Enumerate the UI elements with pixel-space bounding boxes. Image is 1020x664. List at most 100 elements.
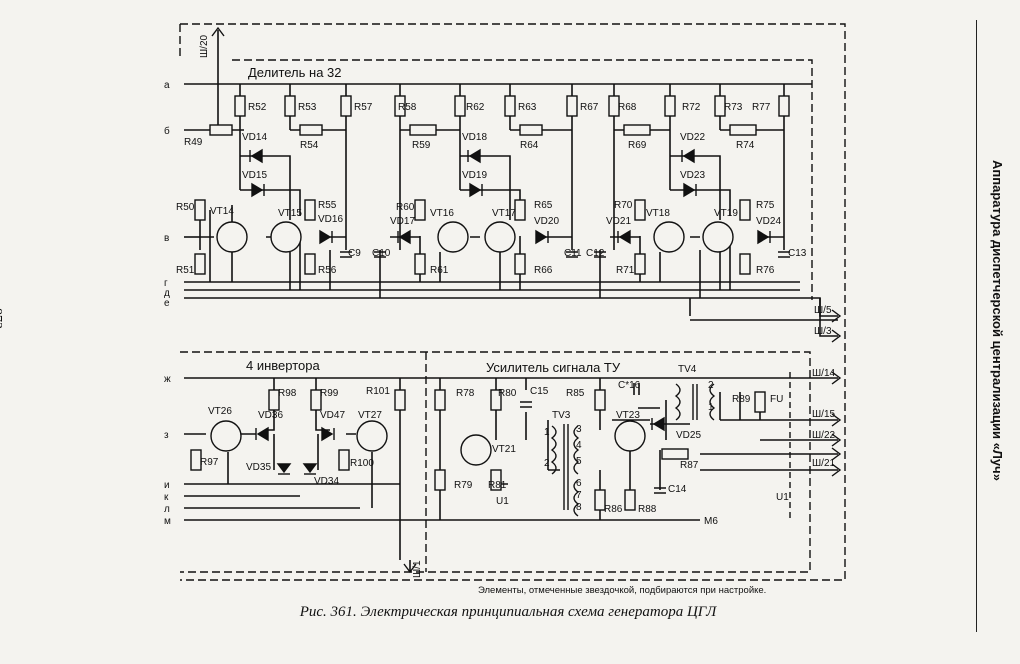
- winding-number: 2: [708, 380, 714, 391]
- component-label: R61: [430, 265, 449, 276]
- component-label: C12: [586, 248, 605, 259]
- component-label: R80: [498, 388, 517, 399]
- bus-label: М6: [704, 516, 718, 527]
- input-labels-bottom: ж з и к л м: [164, 374, 171, 527]
- component-label: VT17: [492, 208, 516, 219]
- component-label: R85: [566, 388, 585, 399]
- component-label: R52: [248, 102, 267, 113]
- winding-number: 1: [544, 427, 550, 438]
- component-label: R72: [682, 102, 701, 113]
- component-label: VD24: [756, 216, 781, 227]
- component-label: R81: [488, 480, 507, 491]
- component-label: VD22: [680, 132, 705, 143]
- component-label: R97: [200, 457, 219, 468]
- component-label: R63: [518, 102, 537, 113]
- component-label: VT21: [492, 444, 516, 455]
- component-label: C13: [788, 248, 807, 259]
- component-label: R66: [534, 265, 553, 276]
- component-label: VD35: [246, 462, 271, 473]
- component-label: VD21: [606, 216, 631, 227]
- component-label: VD19: [462, 170, 487, 181]
- input-label: в: [164, 233, 169, 244]
- component-label: VD15: [242, 170, 267, 181]
- component-label: VD23: [680, 170, 705, 181]
- component-label: VT27: [358, 410, 382, 421]
- transformers: [550, 383, 716, 517]
- winding-number: 2: [544, 458, 550, 469]
- winding-number: 6: [576, 478, 582, 489]
- component-label: C9: [348, 248, 361, 259]
- component-label: R64: [520, 140, 539, 151]
- component-label: R70: [614, 200, 633, 211]
- component-label: C11: [564, 248, 582, 259]
- component-label: R77: [752, 102, 771, 113]
- input-label: и: [164, 480, 170, 491]
- component-label: R56: [318, 265, 337, 276]
- input-label: а: [164, 80, 170, 91]
- capacitors: [340, 251, 790, 494]
- winding-number: 1: [708, 402, 714, 413]
- component-label: R98: [278, 388, 297, 399]
- input-labels-top: а б в г д е: [164, 80, 170, 309]
- component-label: R54: [300, 140, 319, 151]
- component-label: VT18: [646, 208, 670, 219]
- input-label: з: [164, 430, 169, 441]
- component-label: TV4: [678, 364, 697, 375]
- component-label: C*16: [618, 380, 641, 391]
- component-label: VT14: [210, 206, 234, 217]
- winding-number: 8: [576, 502, 582, 513]
- component-label: R57: [354, 102, 373, 113]
- diodes: [249, 148, 771, 475]
- component-label: R73: [724, 102, 743, 113]
- winding-number: 7: [576, 490, 582, 501]
- component-label: R50: [176, 202, 195, 213]
- component-label: R74: [736, 140, 755, 151]
- input-label: л: [164, 504, 170, 515]
- component-label: VD25: [676, 430, 701, 441]
- component-label: R78: [456, 388, 475, 399]
- section-inverters-title: 4 инвертора: [246, 358, 320, 373]
- component-label: VD17: [390, 216, 415, 227]
- bus-label: U1: [776, 492, 789, 503]
- component-label: R100: [350, 458, 374, 469]
- component-label: R62: [466, 102, 485, 113]
- bus-label: Ш/22: [812, 430, 836, 441]
- component-label: R89: [732, 394, 751, 405]
- component-label: VD34: [314, 476, 339, 487]
- input-label: ж: [164, 374, 171, 385]
- footnote: Элементы, отмеченные звездочкой, подбира…: [478, 585, 767, 596]
- component-label: R88: [638, 504, 657, 515]
- component-label: VD36: [258, 410, 283, 421]
- component-label: R87: [680, 460, 699, 471]
- component-label: VD16: [318, 214, 343, 225]
- component-label: R51: [176, 265, 195, 276]
- component-label: R86: [604, 504, 623, 515]
- bus-labels: Ш/20 Ш/5 Ш/3 Ш/14 Ш/15 Ш/22 Ш/21 Ш/1 М6 …: [199, 34, 836, 578]
- winding-number: 5: [576, 456, 582, 467]
- bus-label: Ш/14: [812, 368, 836, 379]
- section-divider-title: Делитель на 32: [248, 65, 342, 80]
- component-label: R69: [628, 140, 647, 151]
- component-label: C10: [372, 248, 391, 259]
- component-label: R59: [412, 140, 431, 151]
- page-margin-line: [976, 20, 977, 632]
- bus-arrows: [211, 26, 842, 574]
- component-label: C15: [530, 386, 549, 397]
- input-label: м: [164, 516, 171, 527]
- component-label: R101: [366, 386, 390, 397]
- component-label: TV3: [552, 410, 571, 421]
- component-label: VT23: [616, 410, 640, 421]
- component-label: R79: [454, 480, 473, 491]
- component-label: VD20: [534, 216, 559, 227]
- component-label: VT16: [430, 208, 454, 219]
- running-title: Аппаратура диспетчерской централизации «…: [990, 160, 1005, 481]
- component-label: R60: [396, 202, 415, 213]
- input-label: г: [164, 278, 168, 289]
- winding-number: 4: [576, 440, 582, 451]
- component-label: FU: [770, 394, 783, 405]
- component-labels: R49 R50 R51 R52 R53 R54 R55 R56 R57 R58 …: [176, 102, 807, 515]
- resistors: [190, 95, 790, 511]
- component-label: R53: [298, 102, 317, 113]
- component-label: R75: [756, 200, 775, 211]
